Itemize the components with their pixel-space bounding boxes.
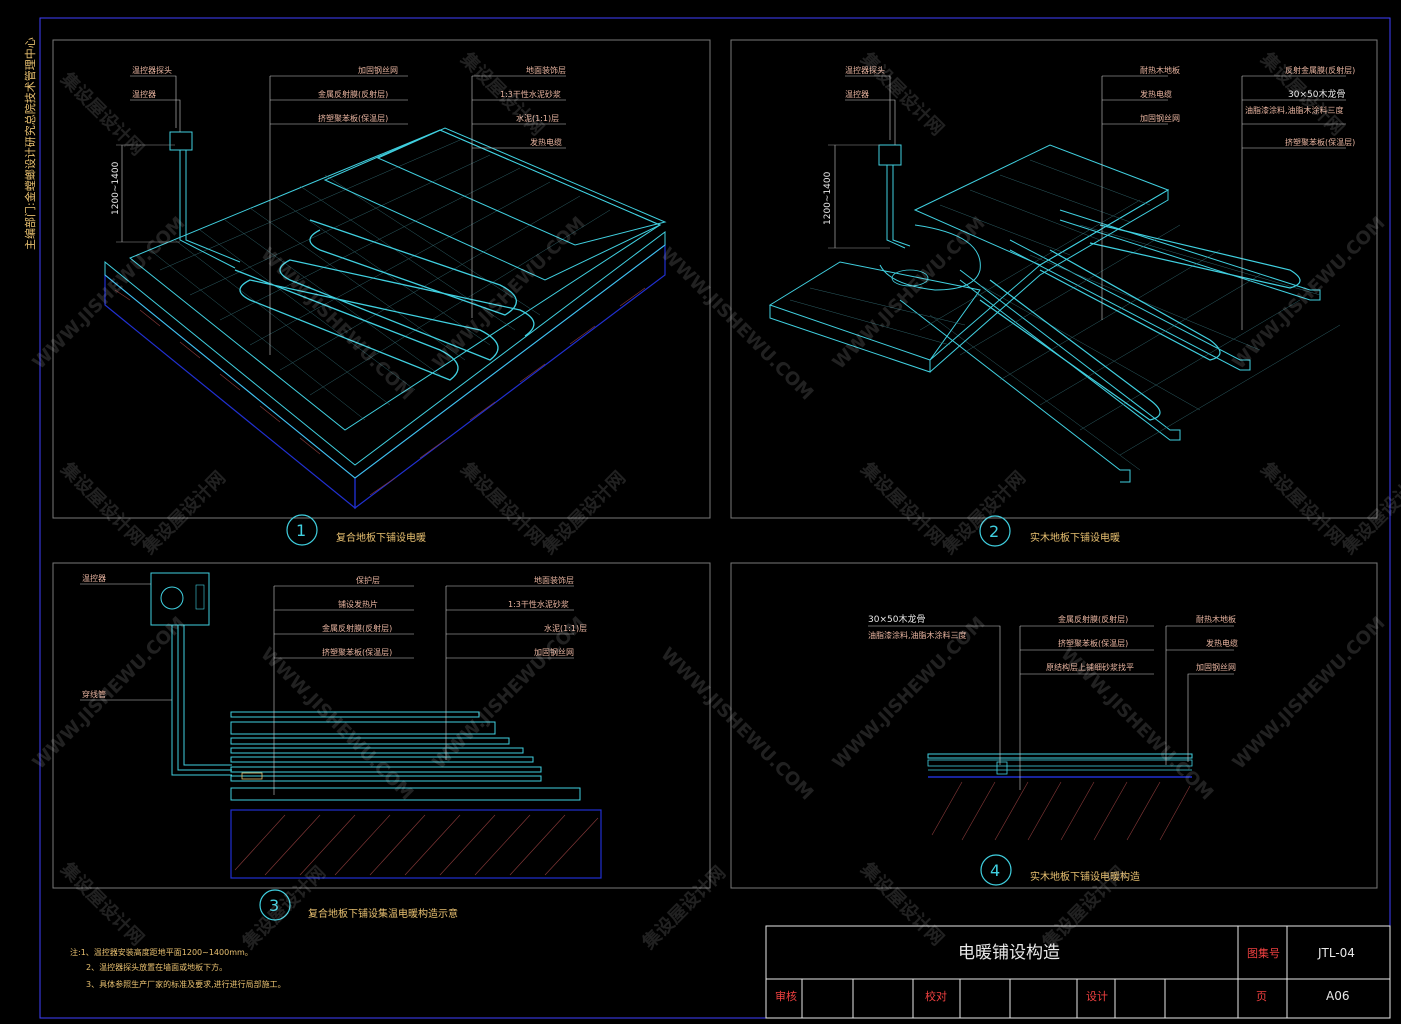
panel-4-label-mid-2: 原结构层上铺细砂浆找平 (1046, 662, 1134, 672)
panel-4-label-right-2: 加固钢丝网 (1196, 662, 1236, 672)
watermark-url: WWW.JISHEWU.COM (256, 244, 417, 405)
note-0: 注:1、温控器安装高度距地平面1200~1400mm。 (70, 947, 253, 957)
watermark-cn: 集设屋设计网 (856, 457, 949, 550)
watermark-cn: 集设屋设计网 (856, 47, 949, 140)
panel-3-label-right-1: 1:3干性水泥砂浆 (508, 599, 569, 609)
panel-2-label-mid-0: 耐热木地板 (1140, 65, 1180, 75)
panel-1-label-mid-0: 加固钢丝网 (358, 65, 398, 75)
panel-4-frame (730, 562, 1378, 889)
panel-2-label-right-3: 挤塑聚苯板(保温层) (1285, 137, 1355, 147)
panel-4-label-right-0: 耐热木地板 (1196, 614, 1236, 624)
title-block-check-label: 校对 (925, 989, 947, 1003)
watermark-cn: 集设屋设计网 (56, 67, 149, 160)
title-block-design-label: 设计 (1086, 990, 1108, 1003)
watermark-layer: 集设屋设计网 集设屋设计网 集设屋设计网 集设屋设计网 集设屋设计网 集设屋设计… (29, 47, 1401, 954)
watermark-cn: 集设屋设计网 (56, 457, 149, 550)
panel-4-number-circle (980, 854, 1012, 886)
watermark-cn: 集设屋设计网 (637, 862, 730, 955)
panel-2-dimension: 1200~1400 (823, 171, 833, 225)
panel-4-label-left-0: 30×50木龙骨 (868, 613, 925, 625)
thermostat-icon (150, 572, 210, 626)
watermark-cn: 集设屋设计网 (537, 467, 630, 560)
panel-1-label-right-0: 地面装饰层 (526, 65, 566, 75)
watermark-url: WWW.JISHEWU.COM (656, 244, 817, 405)
panel-2-number: 2 (989, 522, 999, 541)
watermark-cn: 集设屋设计网 (237, 862, 330, 955)
title-block-title: 电暖铺设构造 (958, 943, 1060, 963)
panel-1-frame (52, 39, 711, 519)
watermark-url: WWW.JISHEWU.COM (1229, 613, 1390, 774)
panel-1-caption: 复合地板下铺设电暖 (336, 531, 426, 544)
panel-4-label-right-1: 发热电缆 (1206, 638, 1238, 648)
note-2: 3、具体参照生产厂家的标准及要求,进行进行局部施工。 (86, 979, 286, 989)
panel-2-frame (730, 39, 1378, 519)
watermark-url: WWW.JISHEWU.COM (1229, 213, 1390, 374)
panel-1-label-left-0: 温控器探头 (132, 65, 172, 75)
panel-1-label-mid-2: 挤塑聚苯板(保温层) (318, 113, 388, 123)
note-1: 2、温控器探头放置在墙面或地板下方。 (86, 962, 227, 972)
panel-3-label-mid-2: 金属反射膜(反射层) (322, 623, 392, 633)
panel-2-label-right-1: 30×50木龙骨 (1288, 88, 1345, 100)
panel-3-drawing (80, 572, 602, 879)
watermark-url: WWW.JISHEWU.COM (256, 644, 417, 805)
panel-2-caption: 实木地板下铺设电暖 (1030, 531, 1120, 544)
panel-4-number: 4 (990, 861, 1000, 880)
watermark-cn: 集设屋设计网 (1256, 457, 1349, 550)
watermark-cn: 集设屋设计网 (937, 467, 1030, 560)
panel-3-label-mid-1: 铺设发热片 (338, 599, 378, 609)
panel-2-label-mid-1: 发热电缆 (1140, 89, 1172, 99)
side-department-text: 主编部门:金螳螂设计研究总院技术管理中心 (23, 37, 37, 250)
watermark-url: WWW.JISHEWU.COM (1056, 644, 1217, 805)
panel-1-label-right-1: 1:3干性水泥砂浆 (500, 89, 561, 99)
title-block-drawing-no: JTL-04 (1317, 946, 1355, 960)
title-block-page-label: 页 (1256, 990, 1267, 1003)
panel-3-frame (52, 562, 711, 889)
panel-2-drawing (768, 75, 1346, 483)
panel-3-number-circle (259, 889, 291, 921)
panel-3-label-mid-0: 保护层 (356, 575, 380, 585)
title-block-page: A06 (1326, 989, 1349, 1003)
panel-3-number: 3 (269, 896, 279, 915)
panel-3-label-mid-3: 挤塑聚苯板(保温层) (322, 647, 392, 657)
panel-2-label-mid-2: 加固钢丝网 (1140, 113, 1180, 123)
sheet-border (39, 17, 1391, 1019)
panel-2-label-right-0: 反射金属膜(反射层) (1285, 65, 1355, 75)
watermark-url: WWW.JISHEWU.COM (429, 613, 590, 774)
title-block (765, 925, 1391, 1019)
watermark-cn: 集设屋设计网 (456, 457, 549, 550)
watermark-cn: 集设屋设计网 (137, 467, 230, 560)
panel-3-label-right-0: 地面装饰层 (534, 575, 574, 585)
watermark-cn: 集设屋设计网 (56, 857, 149, 950)
panel-4-label-left-1: 油脂漆涂料,油脂木涂料三度 (868, 630, 967, 640)
panel-3-caption: 复合地板下铺设集温电暖构造示意 (308, 907, 458, 920)
panel-4-drawing (868, 625, 1234, 841)
watermark-cn: 集设屋设计网 (1337, 467, 1401, 560)
watermark-url: WWW.JISHEWU.COM (829, 213, 990, 374)
panel-4-label-mid-0: 金属反射膜(反射层) (1058, 614, 1128, 624)
panel-1-label-left-1: 温控器 (132, 89, 156, 99)
watermark-cn: 集设屋设计网 (856, 857, 949, 950)
panel-4-label-mid-1: 挤塑聚苯板(保温层) (1058, 638, 1128, 648)
panel-1-label-right-2: 水泥(1:1)层 (516, 113, 559, 123)
panel-4-caption: 实木地板下铺设电暖构造 (1030, 870, 1140, 883)
panel-2-label-right-2: 油脂漆涂料,油脂木涂料三度 (1245, 105, 1344, 115)
panel-1-label-right-3: 发热电缆 (530, 137, 562, 147)
title-block-review-label: 审核 (775, 989, 797, 1003)
title-block-drawing-no-label: 图集号 (1247, 946, 1280, 960)
panel-1-mesh-grid (149, 139, 611, 421)
panel-2-label-left-0: 温控器探头 (845, 65, 885, 75)
panel-3-label-left-0: 温控器 (82, 573, 106, 583)
panel-2-label-left-1: 温控器 (845, 89, 869, 99)
panel-1-number: 1 (296, 521, 306, 540)
panel-2-number-circle (979, 515, 1011, 547)
panel-3-label-right-3: 加固钢丝网 (534, 647, 574, 657)
panel-3-label-right-2: 水泥(1:1)层 (544, 623, 587, 633)
panel-1-dimension: 1200~1400 (111, 161, 121, 215)
panel-3-label-left-1: 穿线管 (82, 689, 106, 699)
panel-1-label-mid-1: 金属反射膜(反射层) (318, 89, 388, 99)
panel-1-number-circle (286, 514, 318, 546)
watermark-url: WWW.JISHEWU.COM (656, 644, 817, 805)
panel-1-drawing (104, 75, 667, 510)
